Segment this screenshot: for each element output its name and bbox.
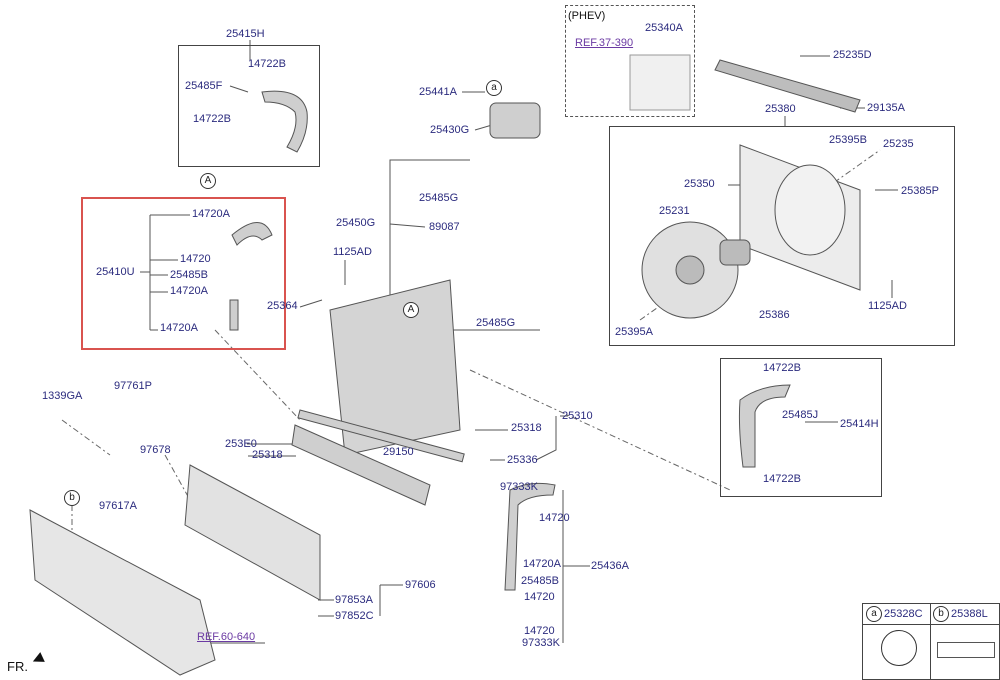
part-label[interactable]: 97852C (335, 610, 374, 622)
callout-b: b (64, 490, 80, 506)
phev-reservoir-box (565, 5, 695, 117)
part-label[interactable]: 29135A (867, 102, 905, 114)
part-label[interactable]: 25235 (883, 138, 914, 150)
part-label[interactable]: 25350 (684, 178, 715, 190)
part-label[interactable]: 25436A (591, 560, 629, 572)
callout-a-radiator: A (403, 302, 419, 318)
part-label[interactable]: 25231 (659, 205, 690, 217)
part-label[interactable]: 97617A (99, 500, 137, 512)
part-label[interactable]: 25441A (419, 86, 457, 98)
part-label[interactable]: 97678 (140, 444, 171, 456)
part-label[interactable]: 25410U (96, 266, 135, 278)
warning-label-icon (937, 642, 995, 658)
fan-shroud-box (609, 126, 955, 346)
legend-part-b[interactable]: 25388L (951, 608, 988, 620)
part-label[interactable]: 1339GA (42, 390, 83, 402)
part-label[interactable]: 25235D (833, 49, 872, 61)
part-label[interactable]: 1125AD (333, 246, 372, 258)
part-label[interactable]: 25415H (226, 28, 265, 40)
part-label[interactable]: 25414H (840, 418, 879, 430)
reference-link[interactable]: REF.60-640 (197, 631, 256, 643)
hose-25414h-box (720, 358, 882, 497)
part-label[interactable]: 1125AD (868, 300, 907, 312)
part-label[interactable]: 25318 (252, 449, 283, 461)
part-label[interactable]: 25485J (782, 409, 819, 421)
part-label[interactable]: 14720 (539, 512, 570, 524)
legend-key-b: b (933, 606, 949, 622)
part-label[interactable]: 29150 (383, 446, 414, 458)
callout-a-upper: A (200, 173, 216, 189)
part-label[interactable]: 14720A (192, 208, 230, 220)
part-label[interactable]: 25336 (507, 454, 538, 466)
label-legend: a 25328C b 25388L (862, 603, 1000, 680)
part-label[interactable]: 25318 (511, 422, 542, 434)
part-label[interactable]: 25395A (615, 326, 653, 338)
part-label[interactable]: 14720 (180, 253, 211, 265)
part-label[interactable]: 14720 (524, 591, 555, 603)
part-label[interactable]: 97761P (114, 380, 152, 392)
highlighted-hose-group-box (81, 197, 286, 350)
part-label[interactable]: 14720A (170, 285, 208, 297)
part-label[interactable]: 25395B (829, 134, 867, 146)
part-label[interactable]: 25364 (267, 300, 298, 312)
part-label[interactable]: 25485G (476, 317, 516, 329)
part-label[interactable]: 25430G (430, 124, 470, 136)
part-label[interactable]: 97333K (522, 637, 560, 649)
part-label[interactable]: 25485G (419, 192, 459, 204)
part-label[interactable]: 14720A (523, 558, 561, 570)
part-label[interactable]: 97606 (405, 579, 436, 591)
legend-part-a[interactable]: 25328C (884, 608, 923, 620)
part-label[interactable]: 25450G (336, 217, 376, 229)
part-label[interactable]: 14722B (193, 113, 231, 125)
part-label[interactable]: 25385P (901, 185, 939, 197)
caution-label-icon (881, 630, 917, 666)
part-label[interactable]: 25485B (521, 575, 559, 587)
part-label[interactable]: 89087 (429, 221, 460, 233)
callout-a-small: a (486, 80, 502, 96)
part-label[interactable]: 25380 (765, 103, 796, 115)
part-label[interactable]: 25386 (759, 309, 790, 321)
front-direction-label: FR. (7, 659, 28, 674)
part-label[interactable]: 14720A (160, 322, 198, 334)
part-label[interactable]: 25485F (185, 80, 223, 92)
reference-link[interactable]: REF.37-390 (575, 37, 634, 49)
part-label[interactable]: 14720 (524, 625, 555, 637)
part-label[interactable]: 25485B (170, 269, 208, 281)
part-label[interactable]: 97333K (500, 481, 538, 493)
part-label[interactable]: 25310 (562, 410, 593, 422)
part-label[interactable]: 253E0 (225, 438, 257, 450)
hose-group-box (178, 45, 320, 167)
legend-key-a: a (866, 606, 882, 622)
part-label[interactable]: 14722B (763, 473, 801, 485)
part-label[interactable]: 97853A (335, 594, 373, 606)
phev-label: (PHEV) (568, 10, 606, 22)
part-label[interactable]: 14722B (248, 58, 286, 70)
part-label[interactable]: 25340A (645, 22, 683, 34)
part-label[interactable]: 14722B (763, 362, 801, 374)
